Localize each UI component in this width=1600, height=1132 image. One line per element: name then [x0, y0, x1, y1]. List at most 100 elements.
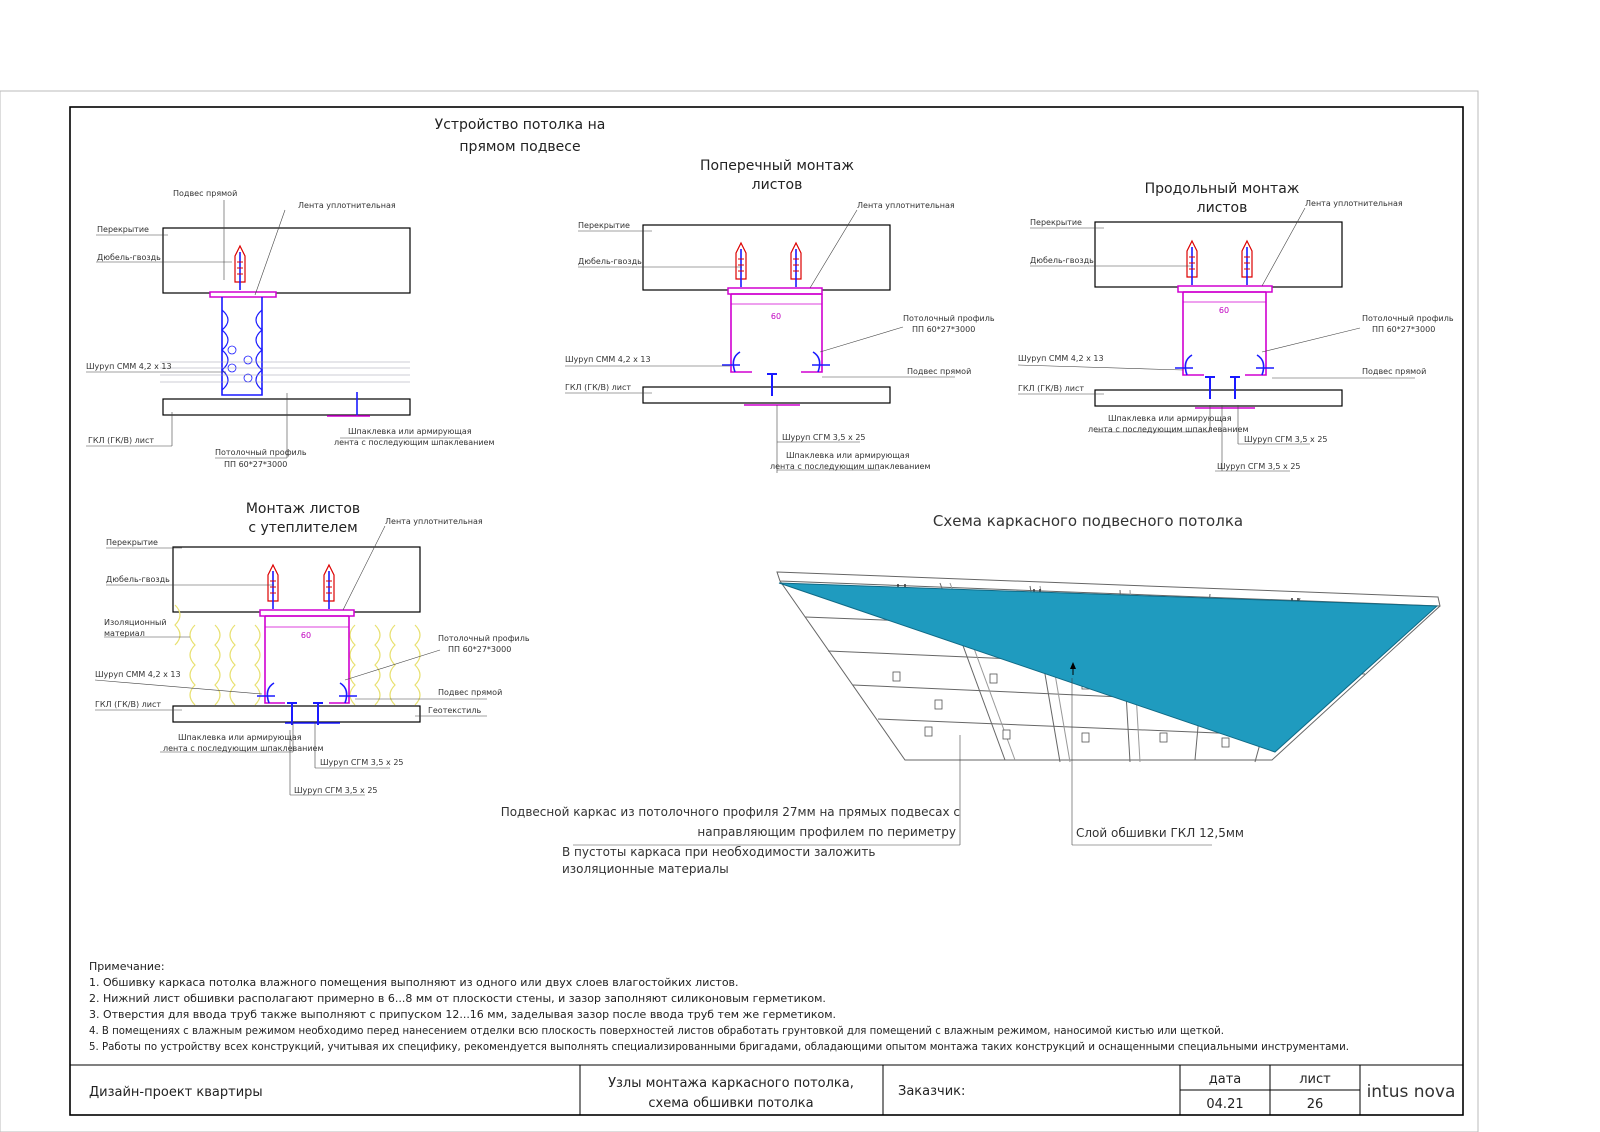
seal-tape	[727, 287, 823, 295]
notes: Примечание: 1. Обшивку каркаса потолка в…	[89, 960, 1349, 1053]
label: Шуруп СГМ 3,5 х 25	[294, 786, 378, 795]
label: Перекрытие	[578, 221, 630, 230]
brand-logo: intus nova	[1367, 1082, 1456, 1102]
label: Дюбель-гвоздь	[578, 257, 642, 266]
label: ПП 60*27*3000	[1372, 325, 1435, 334]
label: Потолочный профиль	[215, 448, 307, 457]
project-name: Дизайн-проект квартиры	[89, 1085, 263, 1100]
scheme-note: В пустоты каркаса при необходимости зало…	[562, 845, 875, 859]
scheme-note: изоляционные материалы	[562, 862, 729, 876]
label: Потолочный профиль	[903, 314, 995, 323]
slab	[1094, 221, 1343, 288]
seal-tape	[1177, 285, 1273, 293]
sheet-title: Узлы монтажа каркасного потолка,	[608, 1076, 854, 1091]
insulation	[174, 604, 261, 706]
seal-tape	[209, 291, 277, 298]
label: Подвес прямой	[173, 189, 237, 198]
slab	[642, 224, 891, 291]
label: Подвес прямой	[1362, 367, 1426, 376]
sheet-title: схема обшивки потолка	[648, 1096, 813, 1111]
label: лента с последующим шпаклеванием	[1088, 425, 1249, 434]
customer-label: Заказчик:	[898, 1084, 965, 1099]
insulation	[349, 624, 421, 706]
scheme-note: направляющим профилем по периметру	[697, 825, 956, 839]
label: ПП 60*27*3000	[224, 460, 287, 469]
label: Потолочный профиль	[438, 634, 530, 643]
label: материал	[104, 629, 145, 638]
label: лента с последующим шпаклеванием	[770, 462, 931, 471]
date-value: 04.21	[1206, 1097, 1243, 1112]
label: ГКЛ (ГК/В) лист	[95, 700, 161, 709]
title-block: Дизайн-проект квартиры Узлы монтажа карк…	[70, 1064, 1463, 1115]
label: Перекрытие	[1030, 218, 1082, 227]
direct-hanger	[221, 297, 263, 396]
profile-flange	[1184, 354, 1265, 376]
drawing-frame	[69, 106, 1464, 1116]
label: лента с последующим шпаклеванием	[163, 744, 324, 753]
scheme-suspended-ceiling: Схема каркасного подвесного потолка	[501, 512, 1441, 876]
gkl-sheet	[1094, 389, 1343, 407]
note-item: 3. Отверстия для ввода труб также выполн…	[89, 1008, 836, 1021]
detail-cross-mounting: Поперечный монтаж листов 60 Лента уплотн…	[565, 158, 995, 473]
gkl-sheet	[162, 398, 411, 416]
sheet-label: лист	[1299, 1072, 1331, 1087]
detail-title: прямом подвесе	[459, 139, 580, 155]
sheet-number: 26	[1307, 1097, 1324, 1112]
detail-title: Продольный монтаж	[1145, 181, 1300, 197]
label: Шпаклевка или армирующая	[348, 427, 472, 436]
date-label: дата	[1209, 1072, 1242, 1087]
label: Лента уплотнительная	[385, 517, 483, 526]
label: ПП 60*27*3000	[448, 645, 511, 654]
label: Геотекстиль	[428, 706, 481, 715]
detail-insulation: Монтаж листов с утеплителем 60 Лента упл…	[94, 501, 530, 796]
scheme-title: Схема каркасного подвесного потолка	[933, 512, 1243, 530]
label: Перекрытие	[106, 538, 158, 547]
gkl-sheet	[172, 705, 421, 723]
scheme-note: Слой обшивки ГКЛ 12,5мм	[1076, 826, 1244, 840]
label: Дюбель-гвоздь	[97, 253, 161, 262]
label: ГКЛ (ГК/В) лист	[565, 383, 631, 392]
ceiling-profile	[264, 615, 350, 704]
detail-title: Устройство потолка на	[435, 117, 606, 133]
note-item: 4. В помещениях с влажным режимом необхо…	[89, 1024, 1224, 1037]
label: Шпаклевка или армирующая	[178, 733, 302, 742]
sheet-border	[0, 90, 1479, 1132]
detail-title: листов	[752, 177, 803, 193]
profile-flange	[732, 351, 821, 373]
detail-title: Монтаж листов	[246, 501, 360, 517]
label: Шпаклевка или армирующая	[1108, 414, 1232, 423]
gkl-sheet	[642, 386, 891, 404]
dimension: 60	[1219, 306, 1229, 315]
ceiling-profile	[1182, 291, 1267, 376]
note-item: 1. Обшивку каркаса потолка влажного поме…	[89, 976, 739, 989]
label: ГКЛ (ГК/В) лист	[1018, 384, 1084, 393]
label: Шуруп СГМ 3,5 х 25	[320, 758, 404, 767]
label: Подвес прямой	[438, 688, 502, 697]
dimension: 60	[771, 312, 781, 321]
label: Шуруп СГМ 3,5 х 25	[782, 433, 866, 442]
label: Дюбель-гвоздь	[1030, 256, 1094, 265]
label: Шуруп СММ 4,2 х 13	[95, 670, 181, 679]
label: Потолочный профиль	[1362, 314, 1454, 323]
label: Шуруп СММ 4,2 х 13	[86, 362, 172, 371]
label: Лента уплотнительная	[857, 201, 955, 210]
detail-title: Поперечный монтаж	[700, 158, 854, 174]
detail-title: листов	[1197, 200, 1248, 216]
label: Лента уплотнительная	[298, 201, 396, 210]
label: Лента уплотнительная	[1305, 199, 1403, 208]
label: Шпаклевка или армирующая	[786, 451, 910, 460]
label: Шуруп СГМ 3,5 х 25	[1217, 462, 1301, 471]
label: Подвес прямой	[907, 367, 971, 376]
scheme-note: Подвесной каркас из потолочного профиля …	[501, 805, 960, 819]
label: ГКЛ (ГК/В) лист	[88, 436, 154, 445]
label: ПП 60*27*3000	[912, 325, 975, 334]
slab	[162, 227, 411, 294]
slab	[172, 546, 421, 613]
seal-tape	[259, 609, 355, 617]
dimension: 60	[301, 631, 311, 640]
notes-heading: Примечание:	[89, 960, 165, 973]
label: Шуруп СГМ 3,5 х 25	[1244, 435, 1328, 444]
detail-title: с утеплителем	[248, 520, 357, 536]
profile-flange	[266, 682, 348, 704]
